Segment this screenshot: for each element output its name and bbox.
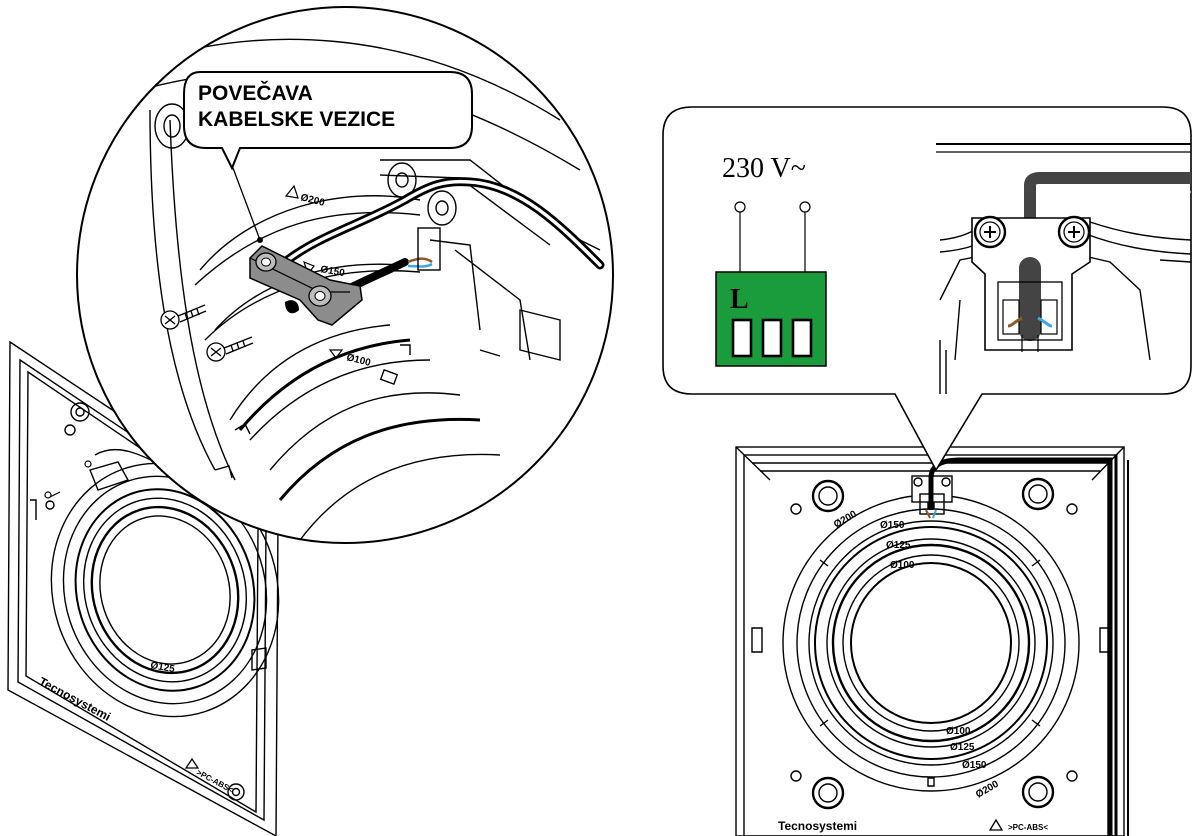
left-base-plate: [7, 340, 280, 836]
size-marking-125: Ø125: [886, 540, 911, 551]
recycle-icon: [988, 818, 1004, 831]
size-marking-125b: Ø125: [950, 742, 975, 753]
wiring-callout: 230 V~ L: [662, 106, 1192, 472]
recycle-icon: [184, 757, 200, 769]
size-marking-150b: Ø150: [962, 760, 987, 771]
size-marking-100: Ø100: [890, 560, 915, 571]
terminal-leads: [734, 201, 811, 274]
terminal-block-icon: L: [715, 271, 827, 367]
voltage-label: 230 V~: [722, 153, 806, 184]
callout-line-1: POVEČAVA: [198, 81, 313, 105]
size-label-150: Ø150: [319, 264, 345, 279]
connector-detail: [936, 143, 1191, 394]
terminal-label-l: L: [730, 284, 749, 315]
code-marking-right: >PC-ABS<: [1008, 823, 1048, 832]
screw-icon: [1057, 215, 1091, 249]
size-marking-left: Ø125: [149, 660, 175, 675]
callout-line-2: KABELSKE VEZICE: [198, 108, 395, 131]
size-marking-100b: Ø100: [946, 726, 971, 737]
screw-icon: [206, 336, 254, 362]
brand-logo-right: Tecnosystemi: [778, 819, 857, 833]
screw-icon: [973, 215, 1007, 249]
zoom-callout: POVEČAVA KABELSKE VEZICE: [183, 71, 473, 171]
screw-icon: [160, 304, 207, 330]
cable-clamp-icon: [249, 245, 363, 326]
size-marking-150: Ø150: [880, 520, 905, 531]
